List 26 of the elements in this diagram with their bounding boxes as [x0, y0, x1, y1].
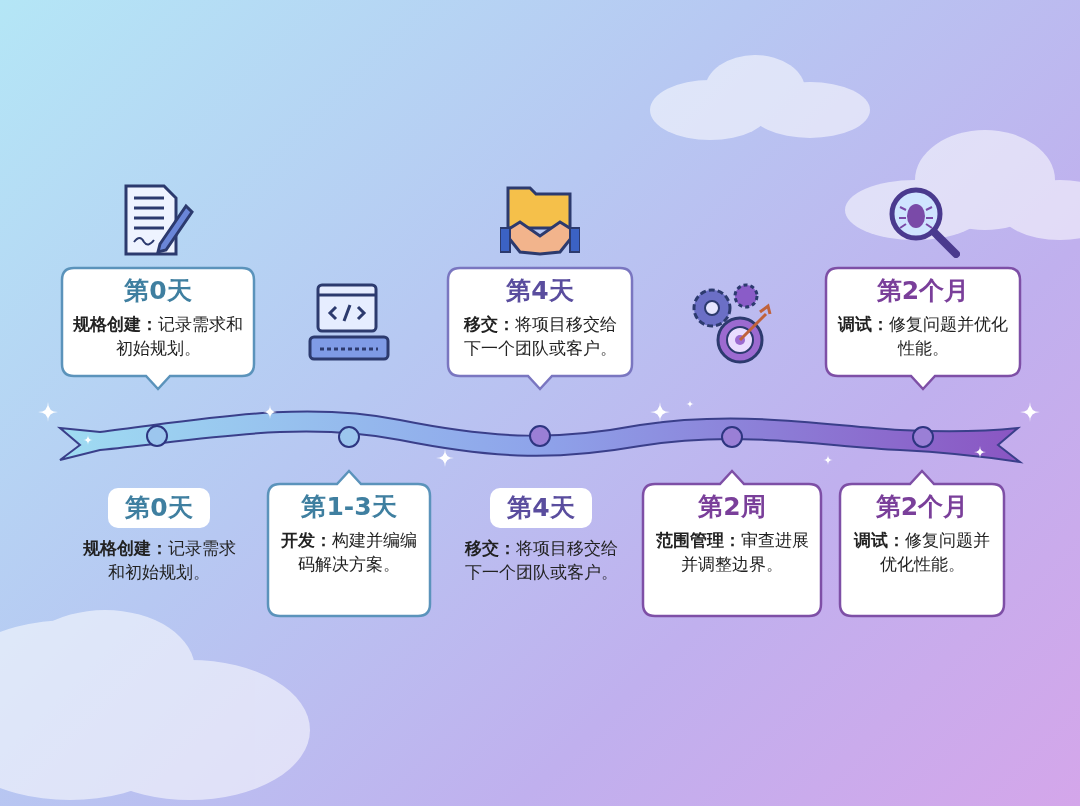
timeline-dot: [721, 426, 743, 448]
milestone-heading: 第0天: [123, 275, 193, 307]
callout-box: [448, 268, 632, 390]
milestone-heading-badge: 第4天: [490, 488, 592, 528]
milestone-heading: 第2个月: [875, 275, 971, 307]
callout-box: [643, 470, 821, 616]
milestone-heading: 第2周: [697, 491, 767, 523]
timeline-dot: [912, 426, 934, 448]
callout-box: [268, 470, 430, 616]
milestone-heading: 第1-3天: [300, 491, 398, 523]
milestone-description: 移交：将项目移交给下一个团队或客户。: [462, 313, 618, 360]
milestone-description: 开发：构建并编编码解决方案。: [280, 529, 418, 576]
callout-box: [826, 268, 1020, 390]
timeline-dot: [529, 425, 551, 447]
milestone-heading: 第2个月: [874, 491, 970, 523]
milestone-description: 调试：修复问题并优化性能。: [836, 313, 1009, 360]
milestone-description: 规格创建：记录需求和初始规划。: [81, 537, 237, 584]
milestone-description: 规格创建：记录需求和初始规划。: [72, 313, 244, 360]
milestone-description: 移交：将项目移交给下一个团队或客户。: [463, 537, 619, 584]
milestone-heading: 第4天: [505, 275, 575, 307]
callout-box: [840, 470, 1004, 616]
milestone-description: 调试：修复问题并优化性能。: [852, 529, 991, 576]
milestone-heading-badge: 第0天: [108, 488, 210, 528]
timeline-dot: [338, 426, 360, 448]
callout-box: [62, 268, 254, 390]
milestone-description: 范围管理：审查进展并调整边界。: [654, 529, 810, 576]
